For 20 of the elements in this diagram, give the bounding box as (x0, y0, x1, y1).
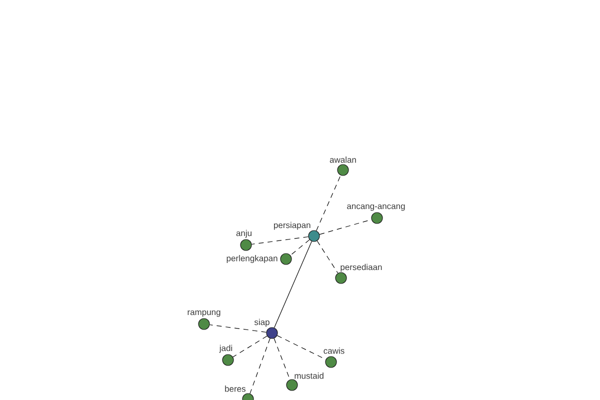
node-label: persediaan (340, 264, 382, 272)
connector (274, 241, 312, 328)
node-label: persiapan (274, 222, 310, 230)
node-label: cawis (324, 348, 344, 354)
node-label: awalan (330, 156, 356, 163)
node-label: mustaid (294, 372, 324, 379)
node-label: siap (254, 318, 270, 327)
node-label: ancang-ancang (347, 204, 405, 211)
connector (316, 175, 341, 231)
connector (251, 236, 309, 245)
node-label: anju (236, 230, 252, 238)
connector (209, 324, 267, 333)
node-label: perlengkapan (226, 255, 278, 263)
connector (316, 240, 338, 274)
node-label: jadi (219, 344, 232, 353)
connector (290, 239, 310, 256)
connector (232, 336, 268, 358)
node-label: beres (225, 386, 246, 392)
node-label: rampung (188, 310, 220, 317)
connector (276, 335, 326, 360)
